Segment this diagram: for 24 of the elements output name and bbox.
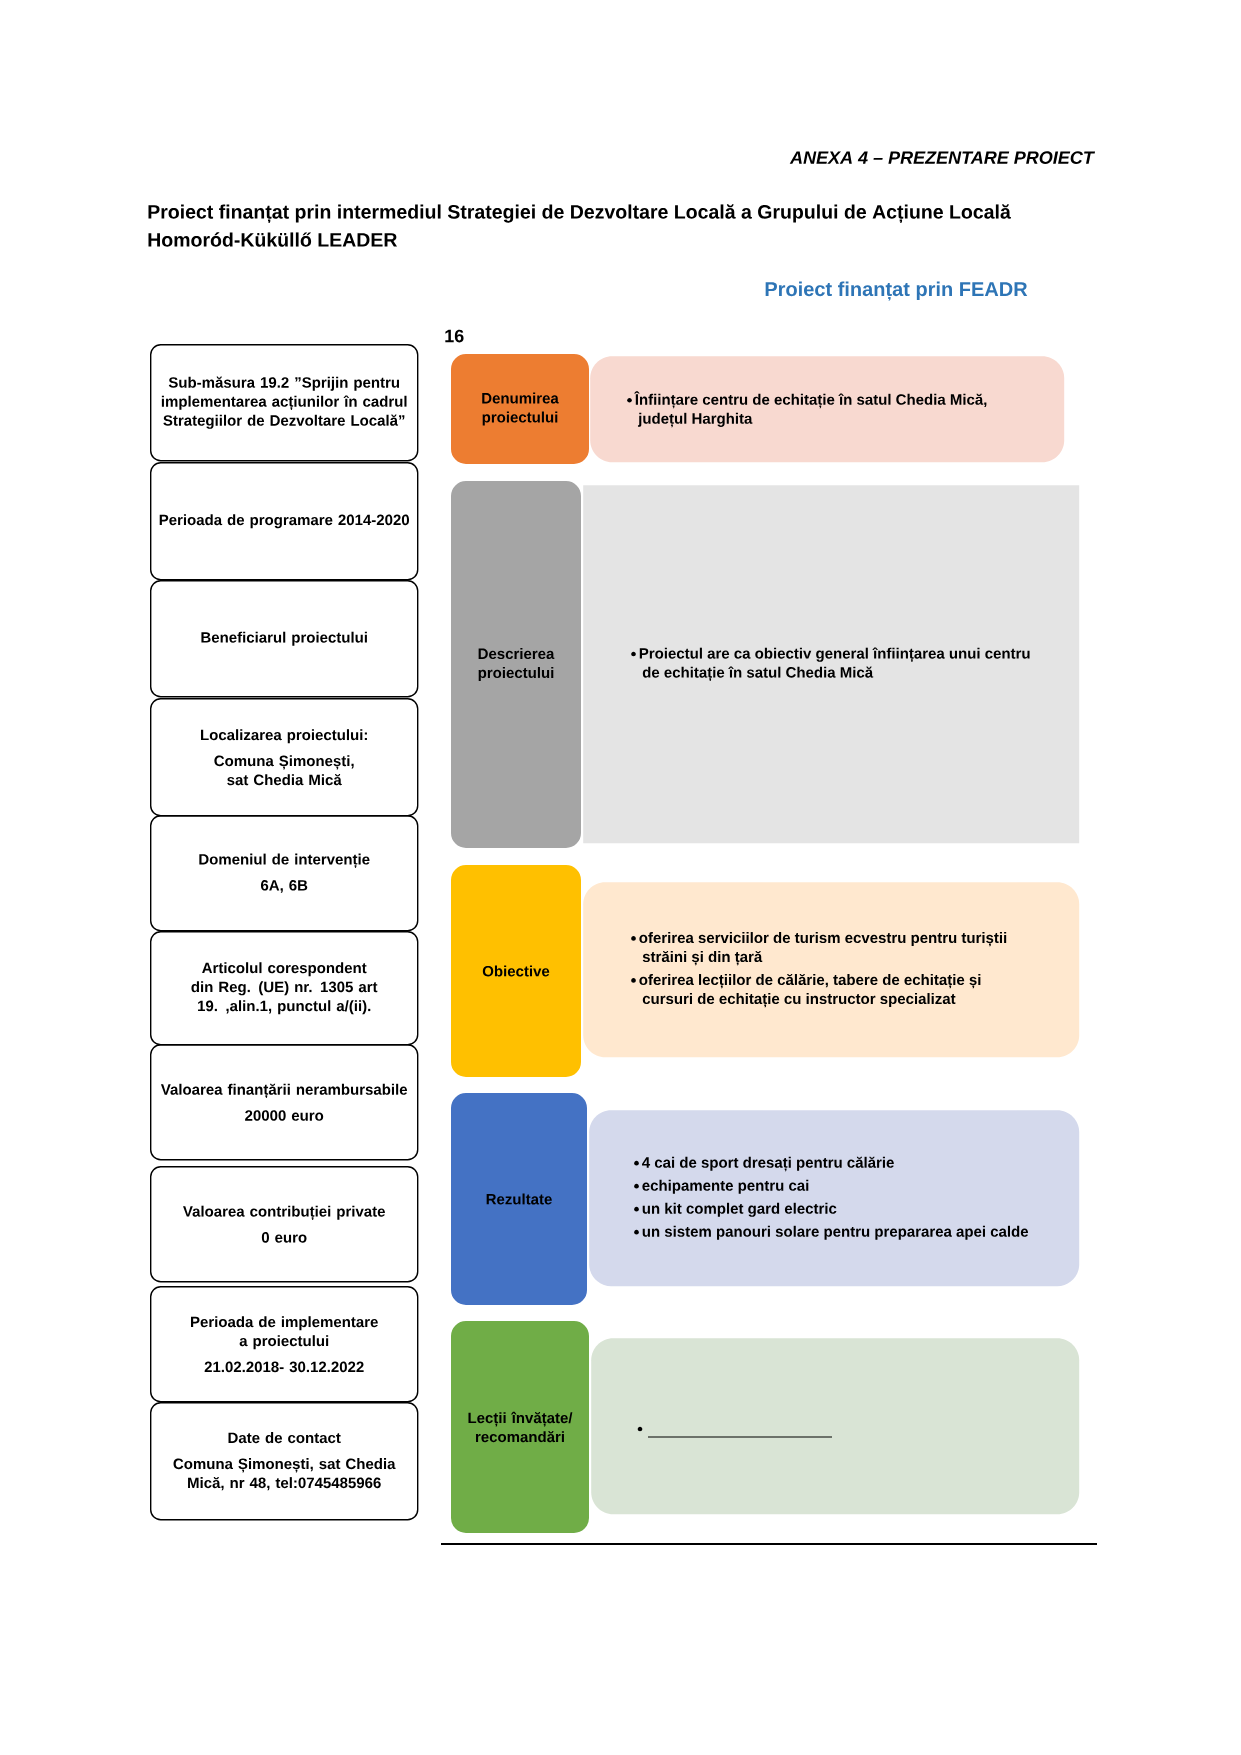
info-box: Valoarea finanțării nerambursabile 20000 euro bbox=[150, 1044, 419, 1161]
subtitle: Proiect finanțat prin FEADR bbox=[765, 281, 1028, 301]
info-box: Beneficiarul proiectului bbox=[150, 580, 419, 698]
content-box: oferirea serviciilor de turism ecvestru pentru turiștii străini și din țară oferirea lecțiilor de călărie, tabere de echitație și cursuri de echitație cu instructor specializat bbox=[583, 882, 1080, 1058]
description-panel: Proiectul are ca obiectiv general înființarea unui centru de echitație în satul Chedia Mică bbox=[583, 485, 1080, 844]
category-box: Descrierea proiectului bbox=[449, 479, 583, 850]
info-box: Articolul corespondent din Reg. (UE) nr. 1305 art 19. ,alin.1, punctul a/(ii). bbox=[150, 931, 419, 1046]
category-box: Obiective bbox=[449, 863, 583, 1079]
content-box: 4 cai de sport dresați pentru călărie echipamente pentru cai un kit complet gard electric un sistem panouri solare pentru prepararea apei calde bbox=[589, 1110, 1080, 1287]
content-box bbox=[591, 1338, 1080, 1515]
category-box: Lecții învățate/ recomandări bbox=[449, 1319, 591, 1535]
header-text: ANEXA 4 – PREZENTARE PROIECT bbox=[789, 151, 1096, 164]
info-box: Date de contact Comuna Șimonești, sat Chedia Mică, nr 48, tel:0745485966 bbox=[150, 1402, 419, 1521]
info-box: Perioada de implementare a proiectului 21.02.2018- 30.12.2022 bbox=[150, 1286, 419, 1403]
info-box: Localizarea proiectului: Comuna Șimonești, sat Chedia Mică bbox=[150, 698, 419, 817]
info-box: Domeniul de intervenție 6A, 6B bbox=[150, 815, 419, 932]
content-box: Înființare centru de echitație în satul Chedia Mică, județul Harghita bbox=[590, 356, 1065, 463]
info-box: Sub-măsura 19.2 ”Sprijin pentru implementarea acțiunilor în cadrul Strategiilor de Dezvoltare Locală” bbox=[150, 344, 419, 462]
title: Proiect finanțat prin intermediul Strategiei de Dezvoltare Locală a Grupului de Acțiune Locală Homoród-Küküllő LEADER bbox=[148, 204, 1011, 247]
page-number: 16 bbox=[445, 329, 464, 343]
info-box: Perioada de programare 2014-2020 bbox=[150, 462, 419, 581]
category-box: Rezultate bbox=[449, 1091, 589, 1307]
category-box: Denumirea proiectului bbox=[449, 352, 591, 466]
info-box: Valoarea contribuției private 0 euro bbox=[150, 1166, 419, 1283]
